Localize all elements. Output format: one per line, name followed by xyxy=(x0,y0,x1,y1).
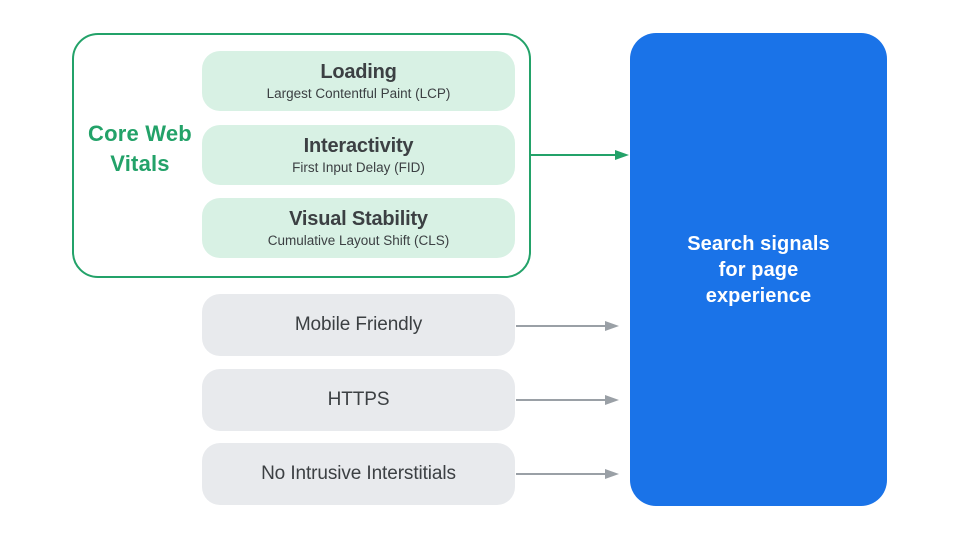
signal-pill-mobile-friendly: Mobile Friendly xyxy=(202,294,515,356)
signal-pill-no-intrusive-interstitials-label: No Intrusive Interstitials xyxy=(261,463,456,484)
cwv-pill-interactivity-subtitle: First Input Delay (FID) xyxy=(292,160,425,175)
cwv-pill-visual-stability: Visual Stability Cumulative Layout Shift… xyxy=(202,198,515,258)
cwv-pill-loading-title: Loading xyxy=(320,61,397,83)
gray-arrow-icon xyxy=(516,469,619,479)
cwv-pill-interactivity-title: Interactivity xyxy=(303,135,414,157)
signal-pill-no-intrusive-interstitials: No Intrusive Interstitials xyxy=(202,443,515,505)
signal-pill-mobile-friendly-label: Mobile Friendly xyxy=(294,314,423,335)
cwv-pill-visual-stability-subtitle: Cumulative Layout Shift (CLS) xyxy=(267,233,450,248)
signal-pill-https: HTTPS xyxy=(202,369,515,431)
cwv-pill-loading: Loading Largest Contentful Paint (LCP) xyxy=(202,51,515,111)
cwv-pill-visual-stability-title: Visual Stability xyxy=(289,208,428,230)
search-signals-box: Search signals for page experience xyxy=(630,33,887,506)
gray-arrow-icon xyxy=(516,321,619,331)
cwv-pill-interactivity: Interactivity First Input Delay (FID) xyxy=(202,125,515,185)
gray-arrow-icon xyxy=(516,395,619,405)
search-signals-label: Search signals for page experience xyxy=(687,232,830,307)
cwv-pill-loading-subtitle: Largest Contentful Paint (LCP) xyxy=(266,86,451,101)
core-web-vitals-label: Core Web Vitals xyxy=(88,121,192,176)
green-arrow-icon xyxy=(530,150,629,160)
signal-pill-https-label: HTTPS xyxy=(327,389,390,410)
